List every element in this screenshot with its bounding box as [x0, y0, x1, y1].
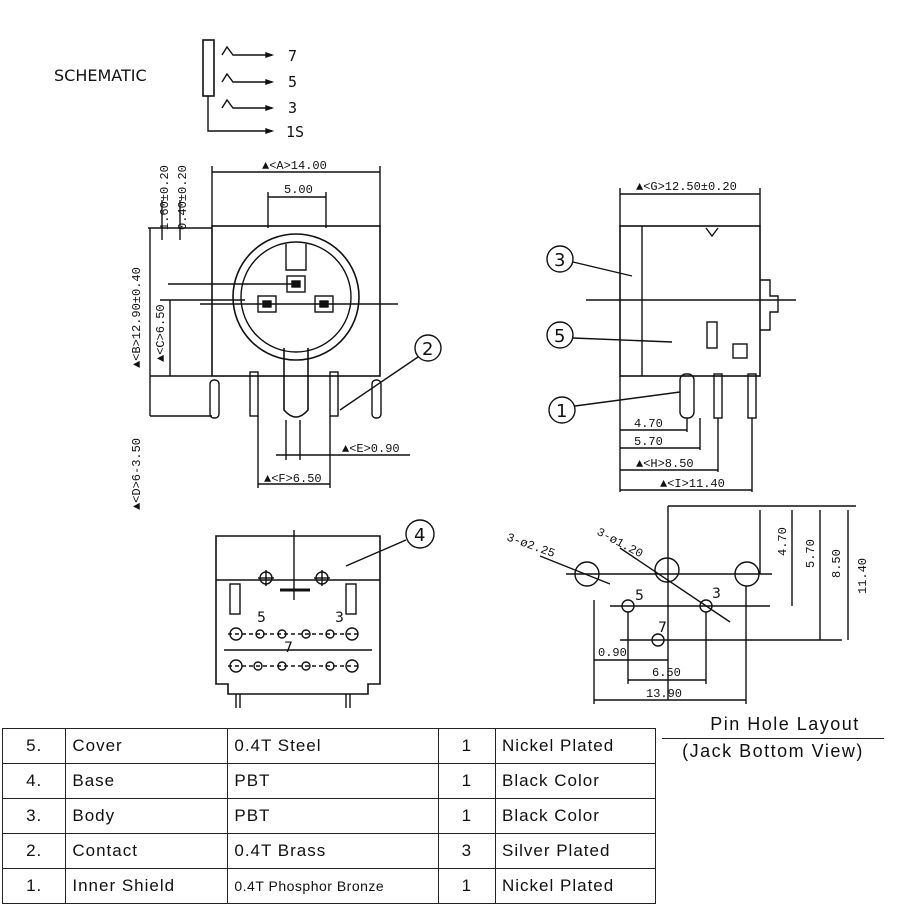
phl-hole-big: 3-ø2.25	[505, 531, 557, 561]
phl-pin-3: 3	[712, 586, 721, 602]
dim-a-label: ▲<A>14.00	[262, 159, 327, 173]
bottom-pin-5: 5	[257, 610, 266, 626]
bottom-pin-3: 3	[335, 610, 344, 626]
side-view: ▲<G>12.50±0.20 4.70 5.70 ▲<H>8.50 ▲<I>11…	[546, 180, 796, 492]
pin-hole-layout-drawing: 4.70 5.70 8.50 11.40 0.90 6.50 13.90 3-ø…	[505, 505, 870, 704]
bom-qty: 1	[437, 763, 496, 799]
phl-pin-5: 5	[635, 588, 644, 604]
bom-qty: 3	[437, 833, 496, 869]
schematic-pin-3: 3	[288, 99, 297, 117]
phl-dim-570: 5.70	[804, 539, 818, 568]
table-row: 5. Cover 0.4T Steel 1 Nickel Plated	[1, 728, 657, 764]
schematic-pin-7: 7	[288, 47, 297, 65]
bom-material: 0.4T Steel	[227, 728, 439, 764]
bottom-view: 5 3 7 4	[215, 519, 435, 708]
bom-name: Base	[65, 763, 229, 799]
bom-material: 0.4T Brass	[227, 833, 439, 869]
dim-i-label: ▲<I>11.40	[660, 477, 725, 491]
table-row: 1. Inner Shield 0.4T Phosphor Bronze 1 N…	[1, 868, 657, 904]
dim-h-label: ▲<H>8.50	[636, 457, 694, 471]
callout-1: 1	[556, 401, 567, 422]
dim-v2-label: 0.40±0.20	[176, 165, 190, 230]
dim-c-label: ▲<C>6.50	[154, 304, 168, 362]
table-row: 4. Base PBT 1 Black Color	[1, 763, 657, 799]
pin-hole-layout-title: Pin Hole Layout	[710, 714, 860, 734]
bom-qty: 1	[437, 728, 496, 764]
bom-no: 5.	[1, 728, 67, 764]
phl-dim-850: 8.50	[830, 549, 844, 578]
callout-4: 4	[414, 525, 425, 546]
bom-material: PBT	[227, 798, 439, 834]
dim-d-label: ▲<D>6-3.50	[130, 438, 144, 510]
bom-no: 2.	[1, 833, 67, 869]
bom-no: 3.	[1, 798, 67, 834]
callout-2: 2	[422, 339, 433, 360]
callout-3: 3	[554, 250, 565, 271]
bill-of-materials-table: 5. Cover 0.4T Steel 1 Nickel Plated 4. B…	[1, 728, 657, 904]
side-dim-470: 4.70	[634, 417, 663, 431]
bom-name: Contact	[65, 833, 229, 869]
pin-hole-layout-caption: Pin Hole Layout (Jack Bottom View)	[662, 714, 884, 762]
bottom-pin-7: 7	[284, 640, 293, 656]
bom-finish: Nickel Plated	[494, 868, 657, 904]
phl-dim-470: 4.70	[776, 527, 790, 556]
pin-hole-layout-subtitle: (Jack Bottom View)	[682, 741, 864, 761]
schematic-pin-1s: 1S	[286, 123, 304, 141]
bom-finish: Black Color	[494, 763, 657, 799]
phl-dim-650: 6.50	[652, 666, 681, 680]
bom-material: PBT	[227, 763, 439, 799]
dim-b-label: ▲<B>12.90±0.40	[130, 267, 144, 368]
dim-f-label: ▲<F>6.50	[264, 472, 322, 486]
bom-name: Inner Shield	[65, 868, 229, 904]
bom-no: 4.	[1, 763, 67, 799]
bom-name: Body	[65, 798, 229, 834]
phl-hole-small: 3-ø1.20	[594, 525, 645, 561]
phl-dim-1390: 13.90	[646, 687, 682, 701]
schematic-pin-5: 5	[288, 73, 297, 91]
bom-material: 0.4T Phosphor Bronze	[227, 868, 439, 904]
dim-5-label: 5.00	[284, 183, 313, 197]
schematic-title: SCHEMATIC	[54, 66, 147, 85]
dim-e-label: ▲<E>0.90	[342, 442, 400, 456]
bom-qty: 1	[437, 868, 496, 904]
bom-finish: Silver Plated	[494, 833, 657, 869]
callout-5: 5	[554, 326, 565, 347]
dim-g-label: ▲<G>12.50±0.20	[636, 180, 737, 194]
bom-name: Cover	[65, 728, 229, 764]
dim-v1-label: 1.60±0.20	[158, 165, 172, 230]
bom-qty: 1	[437, 798, 496, 834]
phl-pin-7: 7	[658, 620, 667, 636]
caption-underline	[662, 738, 884, 739]
side-dim-570: 5.70	[634, 435, 663, 449]
bom-finish: Black Color	[494, 798, 657, 834]
front-view: ▲<A>14.00 5.00 1.60±0.20 0.40±0.20 ▲<B>1…	[130, 159, 442, 510]
table-row: 2. Contact 0.4T Brass 3 Silver Plated	[1, 833, 657, 869]
schematic: SCHEMATIC 7 5 3 1S	[54, 39, 304, 141]
phl-dim-1140: 11.40	[856, 558, 870, 594]
bom-finish: Nickel Plated	[494, 728, 657, 764]
bom-no: 1.	[1, 868, 67, 904]
table-row: 3. Body PBT 1 Black Color	[1, 798, 657, 834]
phl-dim-090: 0.90	[598, 646, 627, 660]
